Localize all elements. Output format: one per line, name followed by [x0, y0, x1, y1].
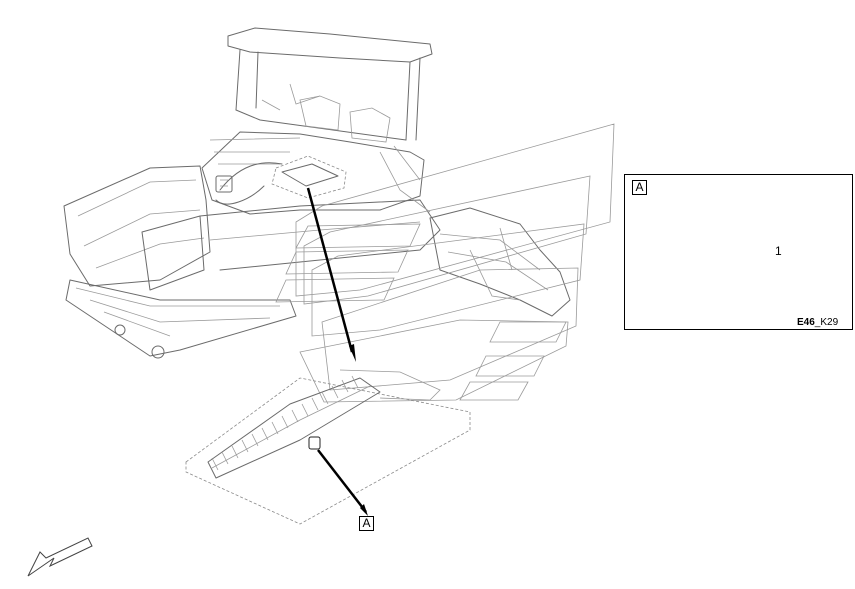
drawing-code-rest: _K29 [814, 317, 839, 328]
leader-lines [306, 187, 368, 516]
lower-chassis-drawing [185, 369, 471, 525]
item-number-label: 1 [775, 244, 782, 258]
callout-tag-a: A [359, 516, 374, 531]
detail-view-tag: A [632, 180, 647, 195]
direction-arrow-icon [27, 537, 93, 577]
drawing-code: E46_K29 [797, 317, 838, 328]
exploded-panels [275, 123, 615, 403]
drawing-code-bold: E46 [797, 317, 815, 328]
detail-view-a: A 1 E46_K29 [624, 174, 853, 330]
paver-machine-drawing [63, 27, 571, 359]
